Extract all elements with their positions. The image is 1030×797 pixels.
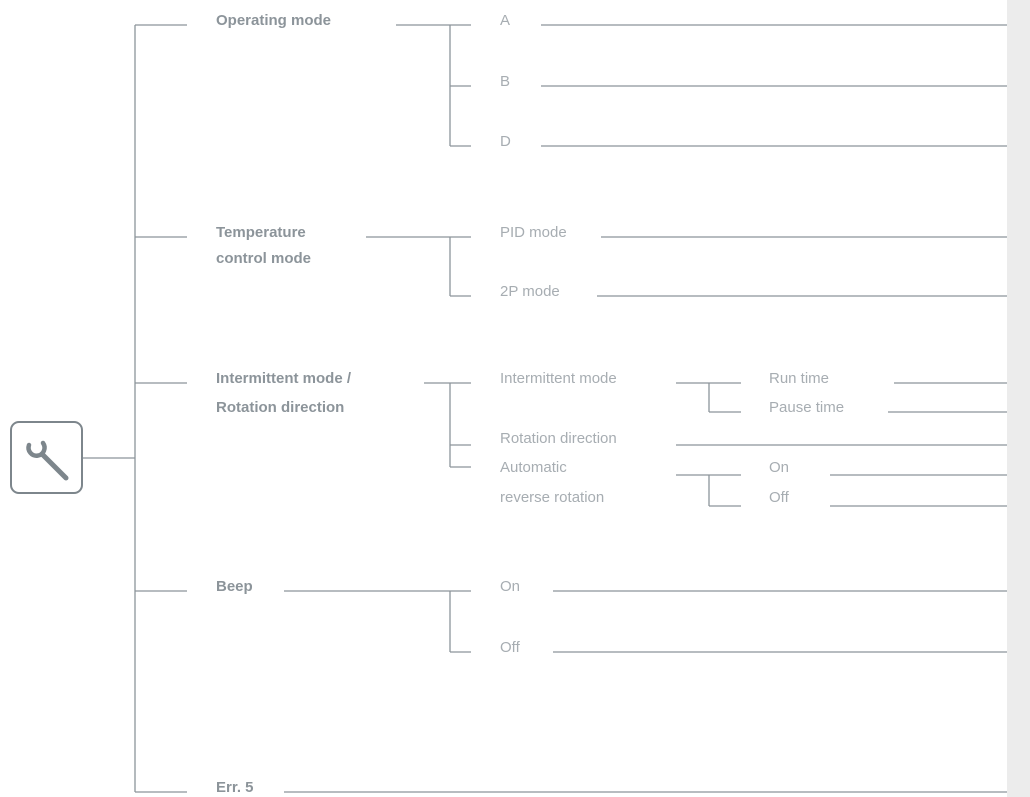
run-time-option[interactable]: Run time <box>769 370 830 387</box>
operating-mode-label: Operating mode <box>216 12 332 29</box>
side-strip <box>1007 0 1030 797</box>
operating-mode-option-a[interactable]: A <box>500 12 511 29</box>
temperature-option-2p[interactable]: 2P mode <box>500 283 560 300</box>
rotation-direction-option[interactable]: Rotation direction <box>500 430 617 447</box>
error-label: Err. 5 <box>216 779 254 796</box>
beep-on-option[interactable]: On <box>500 578 521 595</box>
beep-off-option[interactable]: Off <box>500 639 520 656</box>
operating-mode-option-d[interactable]: D <box>500 133 511 150</box>
temperature-option-pid[interactable]: PID mode <box>500 224 567 241</box>
intermittent-label-line2: Rotation direction <box>216 399 345 416</box>
temperature-label-line2: control mode <box>216 250 312 267</box>
settings-button[interactable] <box>10 421 83 494</box>
auto-reverse-label-line1[interactable]: Automatic <box>500 459 567 476</box>
auto-reverse-off-option[interactable]: Off <box>769 489 789 506</box>
beep-label: Beep <box>216 578 253 595</box>
auto-reverse-label-line2[interactable]: reverse rotation <box>500 489 605 506</box>
wrench-icon <box>26 440 69 481</box>
temperature-label-line1: Temperature <box>216 224 306 241</box>
operating-mode-option-b[interactable]: B <box>500 73 511 90</box>
pause-time-option[interactable]: Pause time <box>769 399 845 416</box>
auto-reverse-on-option[interactable]: On <box>769 459 790 476</box>
intermittent-mode-label[interactable]: Intermittent mode <box>500 370 617 387</box>
intermittent-label-line1: Intermittent mode / <box>216 370 352 387</box>
